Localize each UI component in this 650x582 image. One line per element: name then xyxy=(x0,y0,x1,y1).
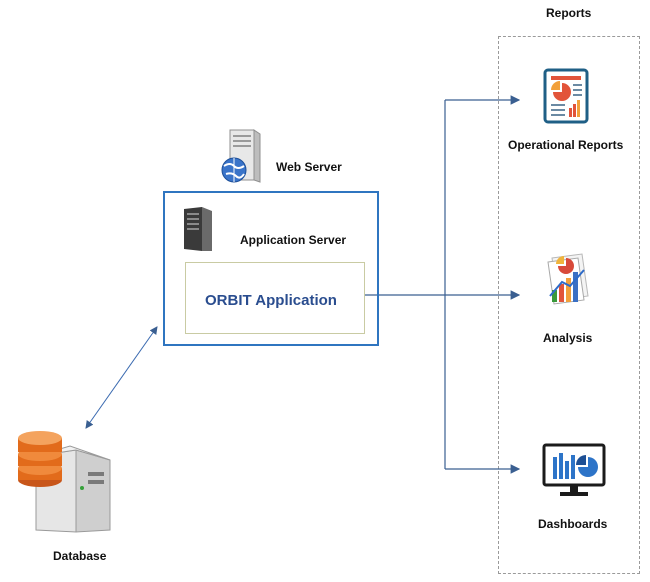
database-server-icon xyxy=(6,420,116,536)
database-label: Database xyxy=(53,549,107,563)
orbit-application-label: ORBIT Application xyxy=(205,292,337,309)
reports-container xyxy=(498,36,640,574)
analysis-label: Analysis xyxy=(543,331,593,345)
server-tower-icon xyxy=(180,205,216,253)
application-server-box xyxy=(163,191,379,346)
dashboard-monitor-icon xyxy=(542,443,606,499)
web-server-label: Web Server xyxy=(276,160,342,174)
application-server-label: Application Server xyxy=(240,233,347,247)
web-server-icon xyxy=(218,126,264,184)
analysis-chart-icon xyxy=(538,252,594,308)
orbit-application-box xyxy=(185,262,365,334)
reports-title: Reports xyxy=(546,6,592,20)
dashboards-label: Dashboards xyxy=(538,517,608,531)
report-document-icon xyxy=(542,68,590,124)
operational-reports-label: Operational Reports xyxy=(508,138,624,152)
connector-database-app xyxy=(85,326,158,429)
